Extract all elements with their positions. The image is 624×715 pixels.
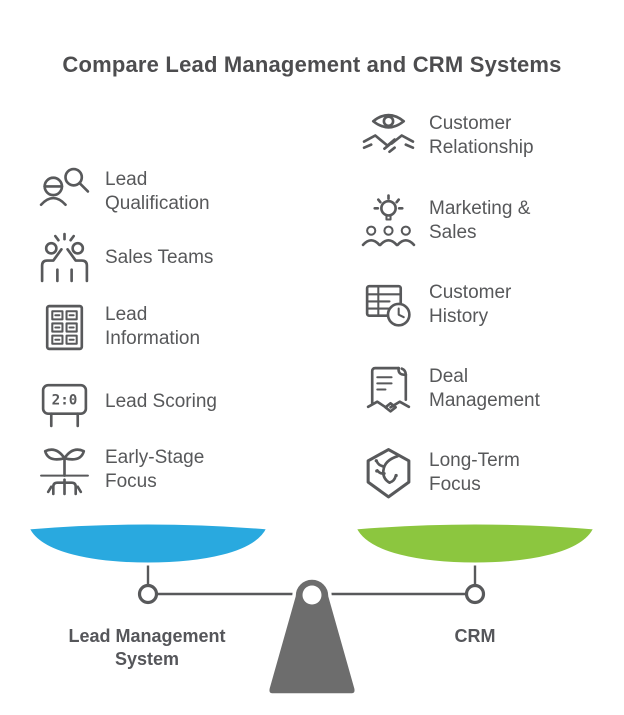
feature-item-lead-information: Lead Information	[36, 296, 247, 358]
left-pan-label: Lead Management System	[68, 626, 226, 669]
balance-scale	[26, 521, 597, 697]
lead-scoring-icon: 2:0	[36, 374, 93, 431]
feature-item-lead-qualification: Lead Qualification	[36, 161, 247, 223]
customer-relationship-icon	[360, 108, 417, 165]
feature-label: Lead Qualification	[105, 169, 210, 214]
feature-label: Lead Information	[105, 304, 201, 349]
right-pan	[353, 521, 597, 566]
early-stage-focus-icon	[36, 442, 93, 499]
feature-label: Sales Teams	[105, 247, 214, 268]
long-term-focus-icon	[360, 445, 417, 502]
feature-item-sales-teams: Sales Teams	[36, 227, 247, 289]
left-beam-ring	[137, 583, 159, 605]
feature-item-customer-history: Customer History	[360, 274, 571, 336]
feature-item-deal-management: Deal Management	[360, 358, 571, 420]
feature-label: Early-Stage Focus	[105, 447, 205, 492]
fulcrum	[266, 576, 358, 697]
marketing-sales-icon	[360, 193, 417, 250]
deal-management-icon	[360, 361, 417, 418]
feature-label: Customer History	[429, 282, 512, 327]
scoreboard-text: 2:0	[52, 392, 78, 408]
feature-item-marketing-sales: Marketing & Sales	[360, 190, 571, 252]
feature-item-customer-relationship: Customer Relationship	[360, 105, 571, 167]
feature-item-early-stage-focus: Early-Stage Focus	[36, 439, 247, 501]
feature-label: Marketing & Sales	[429, 198, 531, 243]
feature-label: Long-Term Focus	[429, 450, 520, 495]
feature-label: Lead Scoring	[105, 391, 217, 412]
lead-qualification-icon	[36, 164, 93, 221]
lead-information-icon	[36, 299, 93, 356]
page-title: Compare Lead Management and CRM Systems	[62, 52, 562, 77]
right-beam-ring	[464, 583, 486, 605]
feature-label: Customer Relationship	[429, 113, 534, 158]
feature-item-long-term-focus: Long-Term Focus	[360, 442, 571, 504]
right-pan-label: CRM	[454, 626, 496, 646]
fulcrum-hole	[302, 585, 322, 605]
feature-label: Deal Management	[429, 366, 540, 411]
left-pan	[26, 521, 270, 566]
customer-history-icon	[360, 277, 417, 334]
feature-item-lead-scoring: 2:0 Lead Scoring	[36, 371, 247, 433]
sales-teams-icon	[36, 230, 93, 287]
